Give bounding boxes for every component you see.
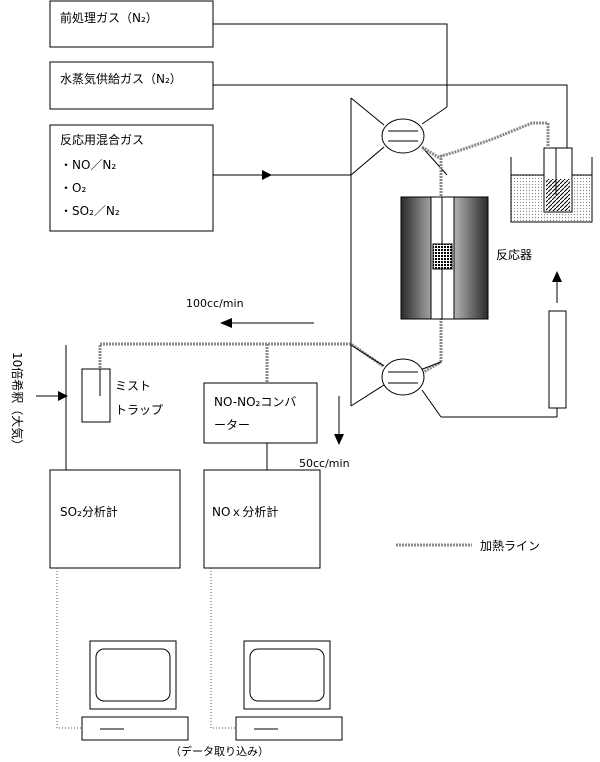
mist-trap-label-2: トラップ xyxy=(115,403,163,417)
heated-line-label: 加熱ライン xyxy=(480,539,540,553)
computer-1 xyxy=(81,640,189,741)
left-arrow-icon xyxy=(220,318,314,328)
steam-supply-gas-box: 水蒸気供給ガス（N₂） xyxy=(49,61,214,110)
converter-label-2: ーター xyxy=(214,418,250,432)
up-arrow-icon xyxy=(552,271,562,282)
flow-50-label: 50cc/min xyxy=(299,457,350,470)
data-cables xyxy=(56,568,237,729)
pretreatment-gas-box: 前処理ガス（N₂） xyxy=(49,0,214,48)
steam-supply-gas-label: 水蒸気供給ガス（N₂） xyxy=(60,71,182,86)
reactor-label: 反応器 xyxy=(496,248,532,262)
keyboard-icon xyxy=(81,716,189,741)
converter-box: NO-NO₂コンバ ーター xyxy=(203,382,318,444)
converter-label-1: NO-NO₂コンバ xyxy=(214,395,296,409)
right-arrow-icon xyxy=(58,391,68,401)
saturator-bath xyxy=(510,147,593,223)
reaction-gas-item-o2: ・O₂ xyxy=(60,181,86,195)
nox-analyzer-box: NOｘ分析計 xyxy=(203,469,321,569)
mist-trap-label-1: ミスト xyxy=(115,379,151,393)
keyboard-icon xyxy=(235,716,343,741)
monitor-icon xyxy=(89,640,177,710)
flow-meter xyxy=(548,271,567,409)
mist-trap xyxy=(81,368,111,423)
so2-analyzer-label: SO₂分析計 xyxy=(60,504,118,519)
so2-analyzer-box: SO₂分析計 xyxy=(49,469,181,569)
data-capture-label: （データ取り込み） xyxy=(170,744,269,758)
nox-analyzer-label: NOｘ分析計 xyxy=(212,504,278,519)
computer-2 xyxy=(235,640,343,741)
supply-lines xyxy=(213,23,568,176)
reaction-gas-item-no: ・NO／N₂ xyxy=(60,158,116,172)
lower-valve xyxy=(350,344,558,418)
monitor-icon xyxy=(243,640,331,710)
reaction-gas-box: 反応用混合ガス ・NO／N₂ ・O₂ ・SO₂／N₂ xyxy=(49,124,214,232)
reaction-gas-title: 反応用混合ガス xyxy=(60,132,144,147)
reaction-gas-item-so2: ・SO₂／N₂ xyxy=(60,204,120,218)
dilution-inlet xyxy=(36,391,68,401)
upper-valve xyxy=(350,97,448,176)
flow-100-label: 100cc/min xyxy=(186,297,244,310)
heated-line-legend: 加熱ライン xyxy=(396,539,540,553)
reactor xyxy=(400,196,489,320)
flow-arrow-icon xyxy=(262,170,272,180)
down-arrow-icon xyxy=(334,396,344,445)
dilution-label: 10倍希釈（大気） xyxy=(10,352,25,451)
pretreatment-gas-label: 前処理ガス（N₂） xyxy=(60,10,158,25)
